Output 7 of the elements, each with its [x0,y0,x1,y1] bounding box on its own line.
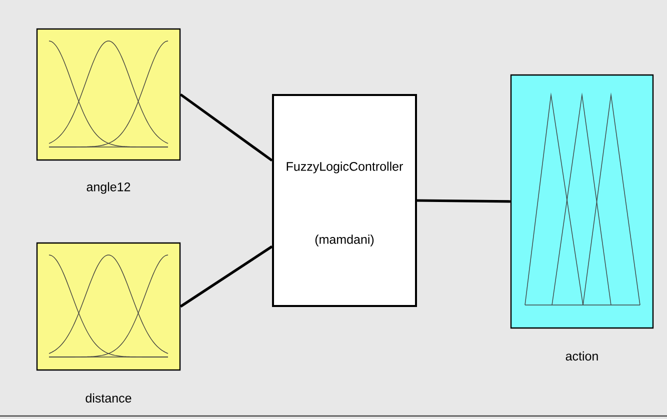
variable-label: action [566,351,598,361]
connector-line [180,93,273,162]
variable-label: angle12 [86,182,130,194]
connector-line [180,245,273,308]
controller-box: FuzzyLogicController (mamdani) [272,94,417,307]
variable-label: distance [86,393,132,403]
connector-line [417,199,510,203]
